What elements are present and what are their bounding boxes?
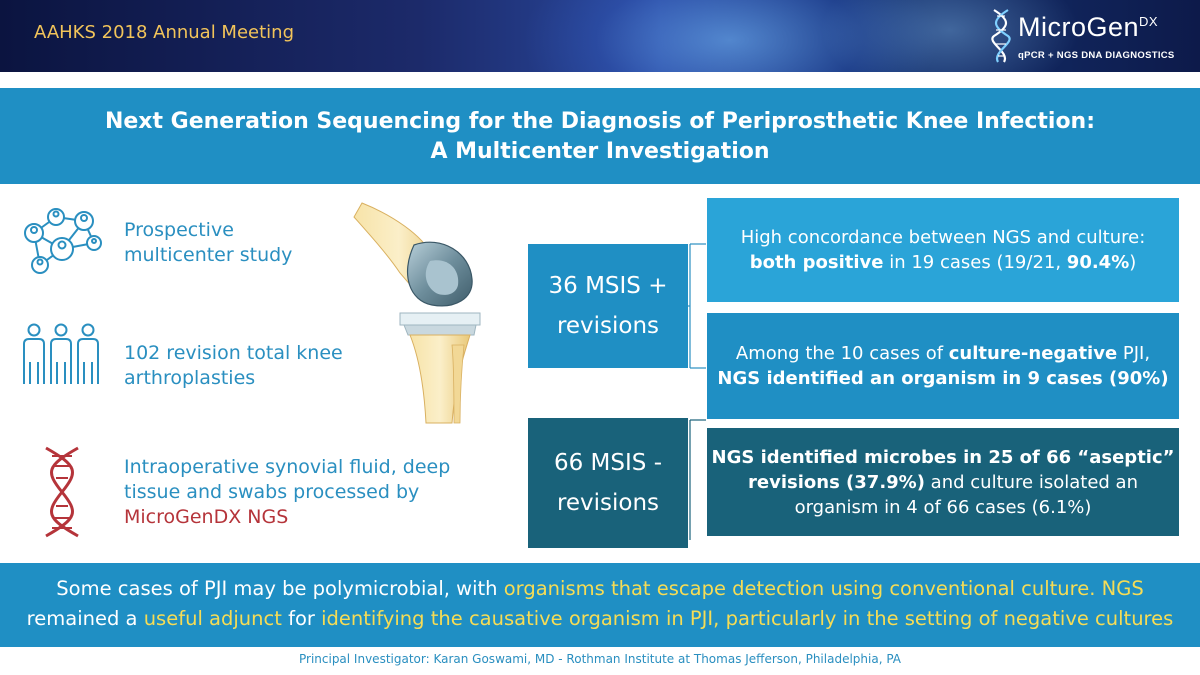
finding-aseptic-culture: and culture isolated an	[924, 471, 1138, 493]
study-design-text: Prospective multicenter study	[124, 218, 292, 268]
sample-size-text: 102 revision total knee arthroplasties	[124, 341, 343, 391]
header-banner: AAHKS 2018 Annual Meeting MicroGenDX qPC…	[0, 0, 1200, 72]
finding-culture-negative-intro: Among the 10 cases of	[735, 343, 949, 364]
people-group-icon	[23, 323, 99, 384]
knee-implant-illustration	[353, 202, 481, 424]
sample-size-line-2: arthroplasties	[124, 367, 256, 389]
finding-culture-negative-term: culture-negative	[948, 343, 1118, 364]
finding-culture-negative-line-1: Among the 10 cases of culture-negative P…	[717, 341, 1168, 366]
conclusion-part-6: identifying the causative organism in PJ…	[321, 607, 1174, 630]
sample-size-line-1: 102 revision total knee	[124, 342, 343, 364]
finding-concordance-line-2: both positive in 19 cases (19/21, 90.4%)	[741, 250, 1146, 275]
conclusion-part-3: remained a	[26, 607, 144, 630]
banner-glow-secondary	[820, 0, 1080, 72]
finding-culture-negative-box: Among the 10 cases of culture-negative P…	[707, 313, 1179, 419]
msis-negative-line-2: revisions	[556, 490, 660, 516]
conclusion-text: Some cases of PJI may be polymicrobial, …	[0, 574, 1200, 634]
finding-concordance-line-1: High concordance between NGS and culture…	[740, 227, 1146, 248]
meeting-name: AAHKS 2018 Annual Meeting	[34, 22, 295, 43]
finding-aseptic-line-2: revisions (37.9%) and culture isolated a…	[712, 470, 1175, 495]
msis-positive-line-2: revisions	[556, 313, 660, 339]
method-line-1: Intraoperative synovial fluid, deep	[124, 456, 451, 478]
title-line-2: A Multicenter Investigation	[430, 139, 770, 164]
logo-tagline: qPCR + NGS DNA DIAGNOSTICS	[1018, 50, 1175, 61]
msis-negative-line-1: 66 MSIS -	[553, 450, 662, 476]
finding-concordance-percent: 90.4%	[1066, 252, 1130, 273]
msis-negative-box: 66 MSIS - revisions	[528, 418, 688, 548]
method-line-2: tissue and swabs processed by	[124, 481, 420, 503]
conclusion-part-4: useful adjunct	[143, 607, 282, 630]
network-people-icon	[24, 208, 102, 274]
conclusion-band	[0, 563, 1200, 647]
connector-lines	[688, 243, 706, 540]
conclusion-line-2: remained a useful adjunct for identifyin…	[0, 604, 1200, 634]
finding-concordance-cases: in 19 cases (19/21,	[883, 252, 1067, 273]
finding-aseptic-box: NGS identified microbes in 25 of 66 “ase…	[707, 428, 1179, 536]
finding-concordance-box: High concordance between NGS and culture…	[707, 198, 1179, 302]
logo-suffix: DX	[1139, 14, 1159, 29]
conclusion-line-1: Some cases of PJI may be polymicrobial, …	[0, 574, 1200, 604]
method-text: Intraoperative synovial fluid, deep tiss…	[124, 455, 450, 530]
msis-positive-box: 36 MSIS + revisions	[528, 244, 688, 368]
study-design-line-1: Prospective	[124, 219, 234, 241]
finding-aseptic-revisions: revisions (37.9%)	[748, 471, 925, 493]
page-title: Next Generation Sequencing for the Diagn…	[0, 107, 1200, 167]
title-band	[0, 88, 1200, 184]
logo-dna-icon	[991, 9, 1011, 63]
principal-investigator-credit: Principal Investigator: Karan Goswami, M…	[298, 652, 902, 666]
dna-helix-icon	[45, 446, 79, 538]
study-design-line-2: multicenter study	[124, 244, 293, 266]
finding-culture-negative-pji: PJI,	[1117, 343, 1151, 364]
finding-concordance-close: )	[1129, 252, 1137, 273]
microgendx-logo: MicroGenDX qPCR + NGS DNA DIAGNOSTICS	[988, 8, 1178, 66]
conclusion-part-5: for	[281, 607, 322, 630]
finding-culture-negative-line-2: NGS identified an organism in 9 cases (9…	[717, 368, 1169, 389]
title-line-1: Next Generation Sequencing for the Diagn…	[104, 109, 1096, 134]
finding-aseptic-line-1: NGS identified microbes in 25 of 66 “ase…	[711, 446, 1175, 468]
finding-concordance-both-positive: both positive	[749, 252, 884, 273]
msis-positive-line-1: 36 MSIS +	[548, 273, 668, 299]
finding-aseptic-line-3: organism in 4 of 66 cases (6.1%)	[794, 496, 1092, 518]
method-line-3: MicroGenDX NGS	[124, 506, 289, 528]
conclusion-part-2: organisms that escape detection using co…	[503, 577, 1144, 600]
banner-glow	[520, 0, 940, 72]
logo-wordmark: MicroGenDX	[1018, 12, 1158, 43]
conclusion-part-1: Some cases of PJI may be polymicrobial, …	[56, 577, 504, 600]
logo-name: MicroGen	[1018, 12, 1140, 42]
